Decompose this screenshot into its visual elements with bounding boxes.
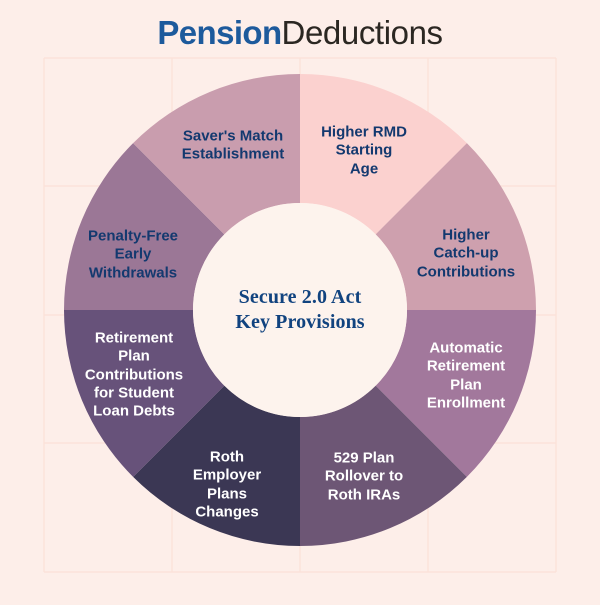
- donut-slice[interactable]: [300, 385, 467, 546]
- donut-slice[interactable]: [64, 310, 225, 477]
- donut-slice[interactable]: [133, 74, 300, 235]
- donut-slice[interactable]: [300, 74, 467, 235]
- donut-slices: [64, 74, 536, 546]
- donut-slice[interactable]: [133, 385, 300, 546]
- donut-slice[interactable]: [375, 310, 536, 477]
- donut-slice[interactable]: [64, 143, 225, 310]
- logo-text-secondary: Deductions: [281, 14, 444, 51]
- brand-logo: PensionDeductions: [0, 16, 600, 49]
- donut-slice[interactable]: [375, 143, 536, 310]
- logo-text-primary: Pension: [157, 14, 282, 51]
- donut-center-circle: [193, 203, 407, 417]
